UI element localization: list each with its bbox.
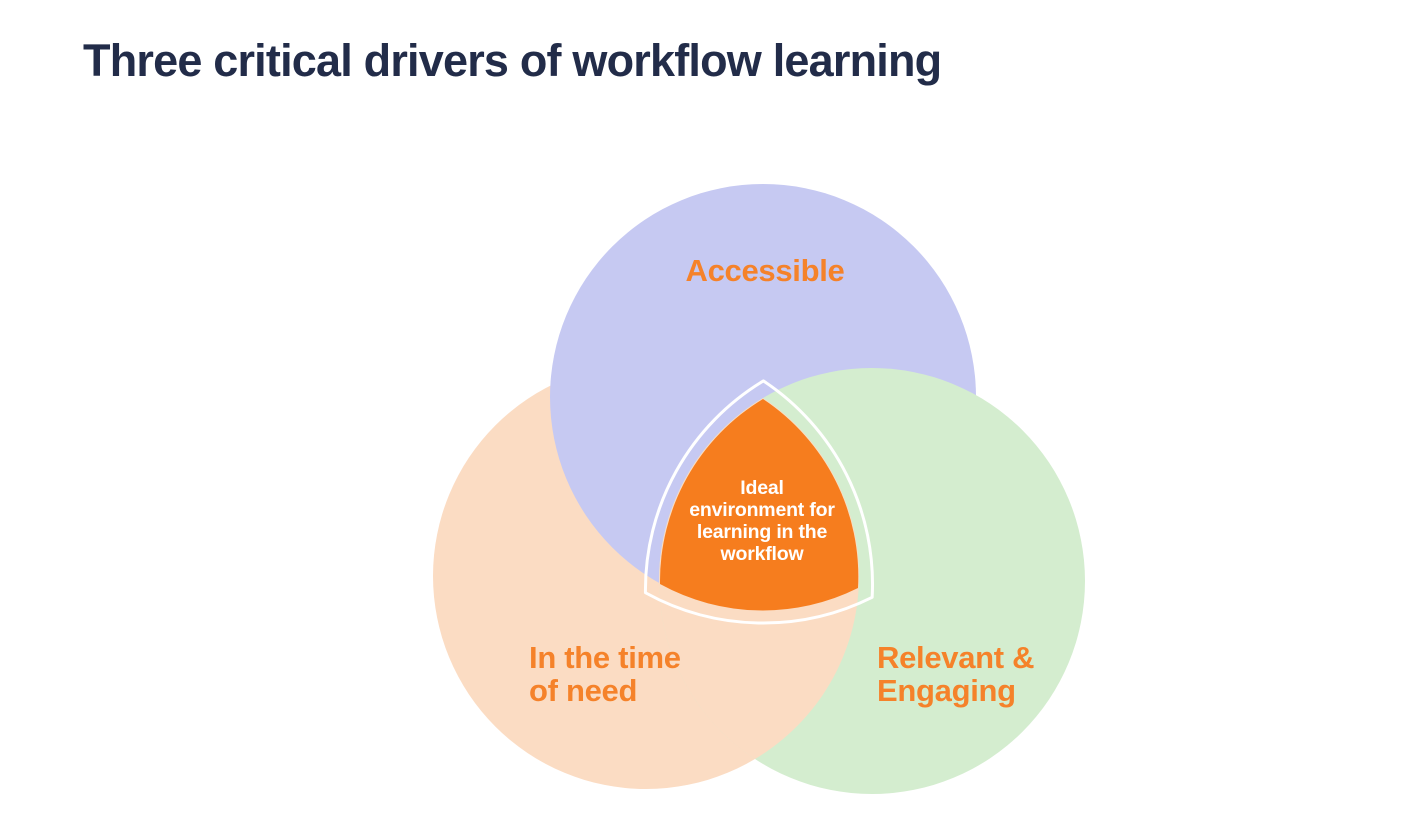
in-the-time-of-need-label: In the time of need [529,641,681,707]
center-intersection-shape [659,399,859,611]
accessible-label: Accessible [685,253,845,288]
label-line: workflow [720,543,804,565]
label-line: In the time [529,640,681,675]
label-line: of need [529,673,638,708]
label-line: environment for [689,499,835,521]
label-line: Ideal [740,477,784,499]
label-line: Engaging [877,673,1016,708]
label-line: learning in the [696,521,828,543]
relevant-engaging-label: Relevant & Engaging [877,640,1035,708]
page-title: Three critical drivers of workflow learn… [83,35,942,86]
center-outline-ring [643,379,875,625]
center-intersection-label: Ideal environment for learning in the wo… [647,477,877,565]
label-line: Relevant & [877,640,1035,675]
